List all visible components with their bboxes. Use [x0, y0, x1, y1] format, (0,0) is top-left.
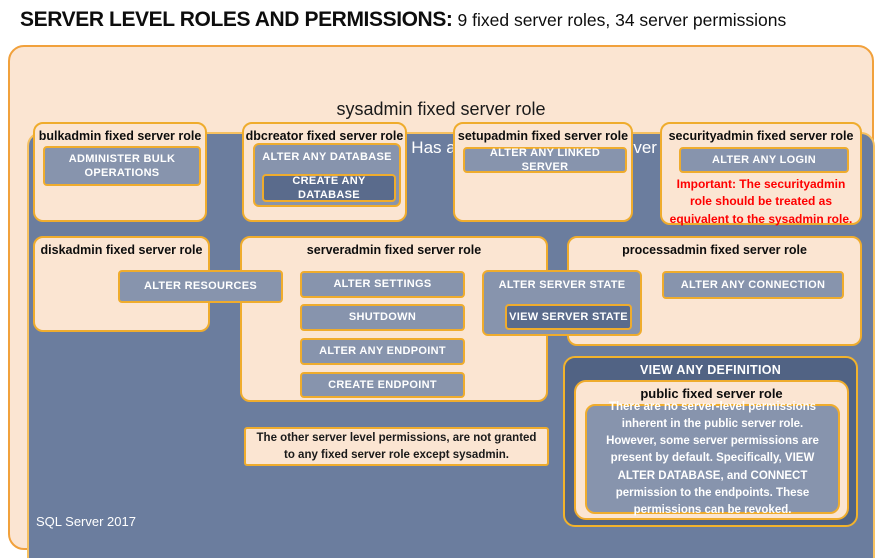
securityadmin-role-label: securityadmin fixed server role — [668, 129, 854, 143]
permission-alter-any-database-label: ALTER ANY DATABASE — [262, 151, 392, 163]
processadmin-role-label: processadmin fixed server role — [622, 243, 807, 257]
page-title: SERVER LEVEL ROLES AND PERMISSIONS:9 fix… — [20, 8, 786, 32]
permission-alter-any-login: ALTER ANY LOGIN — [679, 147, 849, 173]
permission-view-server-state: VIEW SERVER STATE — [505, 304, 632, 330]
permission-view-any-definition-label: VIEW ANY DEFINITION — [639, 363, 782, 377]
other-permissions-note: The other server level permissions, are … — [244, 427, 549, 466]
permission-administer-bulk-operations: ADMINISTER BULK OPERATIONS — [43, 146, 201, 186]
permission-alter-server-state-label: ALTER SERVER STATE — [498, 279, 626, 291]
dbcreator-role-box: dbcreator fixed server role ALTER ANY DA… — [242, 122, 407, 222]
permission-alter-any-database: ALTER ANY DATABASE CREATE ANY DATABASE — [253, 143, 401, 207]
permission-create-any-database: CREATE ANY DATABASE — [262, 174, 396, 202]
permission-create-endpoint: CREATE ENDPOINT — [300, 372, 465, 398]
sql-server-version-label: SQL Server 2017 — [36, 514, 136, 529]
permission-alter-server-state: ALTER SERVER STATE VIEW SERVER STATE — [482, 270, 642, 336]
page-title-main: SERVER LEVEL ROLES AND PERMISSIONS: — [20, 8, 453, 31]
bulkadmin-role-label: bulkadmin fixed server role — [38, 129, 202, 143]
permission-shutdown: SHUTDOWN — [300, 304, 465, 331]
serveradmin-role-label: serveradmin fixed server role — [306, 243, 482, 257]
page-title-sub: 9 fixed server roles, 34 server permissi… — [457, 10, 787, 30]
diskadmin-role-label: diskadmin fixed server role — [40, 243, 203, 257]
securityadmin-important-note: Important: The securityadmin role should… — [669, 177, 853, 226]
public-role-box: public fixed server role There are no se… — [574, 380, 849, 520]
permission-view-any-definition-box: VIEW ANY DEFINITION public fixed server … — [563, 356, 858, 527]
permission-alter-any-endpoint: ALTER ANY ENDPOINT — [300, 338, 465, 365]
permission-alter-any-linked-server: ALTER ANY LINKED SERVER — [463, 147, 627, 173]
sysadmin-role-label: sysadmin fixed server role — [336, 99, 546, 119]
setupadmin-role-label: setupadmin fixed server role — [457, 129, 629, 143]
bulkadmin-role-box: bulkadmin fixed server role ADMINISTER B… — [33, 122, 207, 222]
permission-alter-any-connection: ALTER ANY CONNECTION — [662, 271, 844, 299]
dbcreator-role-label: dbcreator fixed server role — [245, 129, 404, 143]
public-role-label: public fixed server role — [640, 386, 783, 401]
permission-alter-resources: ALTER RESOURCES — [118, 270, 283, 303]
public-role-note: There are no server-level permissions in… — [585, 401, 840, 516]
securityadmin-role-box: securityadmin fixed server role ALTER AN… — [660, 122, 862, 226]
setupadmin-role-box: setupadmin fixed server role ALTER ANY L… — [453, 122, 633, 222]
permission-alter-settings: ALTER SETTINGS — [300, 271, 465, 298]
